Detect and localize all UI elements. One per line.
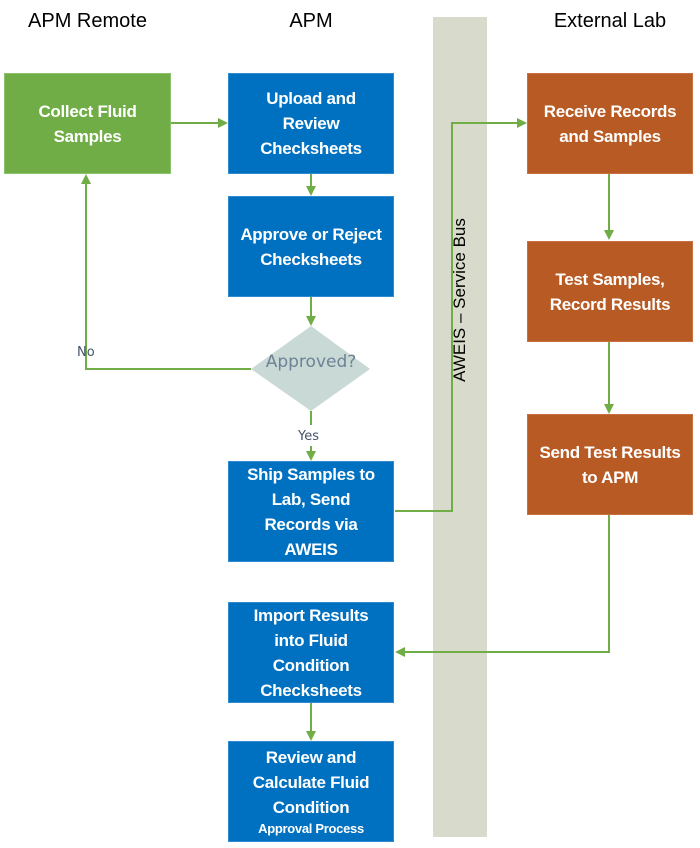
step-label: Upload and Review Checksheets <box>260 89 362 158</box>
step-send-test-results: Send Test Results to APM <box>527 414 693 515</box>
step-collect-fluid-samples: Collect Fluid Samples <box>4 73 171 174</box>
step-label: Collect Fluid Samples <box>38 101 137 146</box>
step-label: Send Test Results to APM <box>539 442 681 487</box>
step-import-results: Import Results into Fluid Condition Chec… <box>228 602 394 703</box>
decision-diamond <box>251 326 370 411</box>
step-label: Review and Calculate Fluid Condition <box>252 748 370 817</box>
arrow-ship-to-receive <box>395 118 527 512</box>
arrow-send-to-import <box>395 515 610 657</box>
lane-title-apm: APM <box>289 10 333 32</box>
step-approve-reject-checksheets: Approve or Reject Checksheets <box>228 196 394 297</box>
step-ship-samples: Ship Samples to Lab, Send Records via AW… <box>228 461 394 562</box>
lane-title-apm-remote: APM Remote <box>28 10 147 32</box>
service-bus-band <box>433 17 487 837</box>
step-label: Import Results into Fluid Condition Chec… <box>253 605 369 700</box>
step-label: Ship Samples to Lab, Send Records via AW… <box>247 464 375 559</box>
arrow-decision-no-to-collect <box>81 174 251 370</box>
step-label: Test Samples, Record Results <box>549 269 671 314</box>
step-upload-review-checksheets: Upload and Review Checksheets <box>228 73 394 174</box>
decision-label: Approved? <box>265 352 357 372</box>
step-review-calculate: Review and Calculate Fluid Condition App… <box>228 741 394 842</box>
step-label: Receive Records and Samples <box>543 101 677 146</box>
step-receive-records: Receive Records and Samples <box>527 73 693 174</box>
edge-label-yes: Yes <box>298 429 319 444</box>
step-sublabel: Approval Process <box>258 821 364 836</box>
step-label: Approve or Reject Checksheets <box>240 224 382 269</box>
lane-title-external-lab: External Lab <box>553 10 667 32</box>
edge-label-no: No <box>77 345 95 360</box>
step-test-samples: Test Samples, Record Results <box>527 241 693 342</box>
